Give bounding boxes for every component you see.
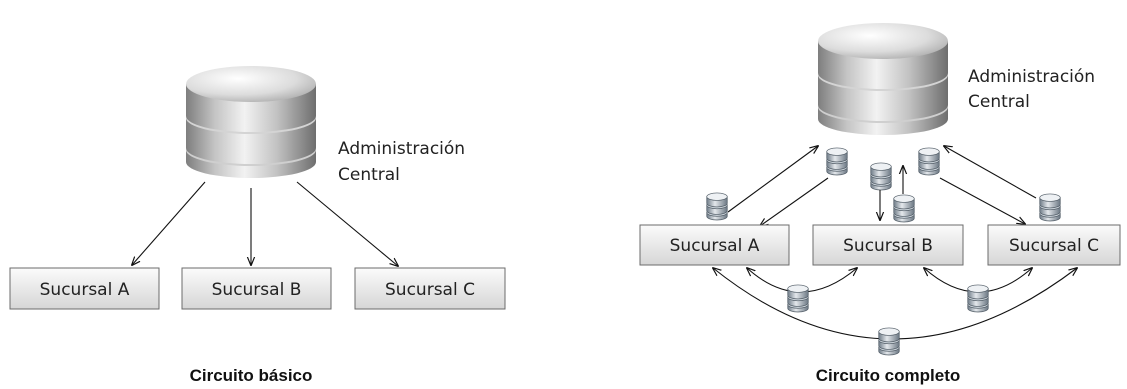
central-database-icon bbox=[186, 66, 316, 178]
replica-database-icon bbox=[870, 162, 892, 191]
replica-database-icon bbox=[706, 192, 728, 221]
branch-a-label: Sucursal A bbox=[40, 280, 130, 300]
replica-database-icon bbox=[893, 194, 915, 223]
admin-label-line2: Central bbox=[338, 165, 400, 185]
edge-central-to-c bbox=[939, 177, 1025, 224]
admin-label-line2: Central bbox=[968, 92, 1030, 112]
branch-c-label: Sucursal C bbox=[1009, 236, 1099, 256]
branch-a-box: Sucursal A bbox=[639, 224, 790, 266]
replica-database-icon bbox=[878, 327, 900, 356]
edge-central-to-c bbox=[296, 181, 398, 266]
complete-circuit: Administración Central Sucursal A Sucurs… bbox=[639, 23, 1121, 385]
branch-c-label: Sucursal C bbox=[385, 280, 475, 300]
branch-b-label: Sucursal B bbox=[212, 280, 302, 300]
replica-database-icon bbox=[1039, 193, 1061, 222]
admin-label-line1: Administración bbox=[968, 67, 1095, 87]
branch-b-label: Sucursal B bbox=[843, 236, 933, 256]
replica-database-icon bbox=[918, 147, 940, 176]
branch-a-label: Sucursal A bbox=[670, 236, 760, 256]
branch-b-box: Sucursal B bbox=[812, 224, 964, 266]
branch-b-box: Sucursal B bbox=[181, 267, 332, 310]
edge-a-to-central bbox=[727, 146, 818, 213]
replica-database-icon bbox=[967, 284, 989, 313]
basic-circuit: Administración Central Sucursal A Sucurs… bbox=[9, 66, 506, 385]
branch-a-box: Sucursal A bbox=[9, 267, 160, 310]
replica-database-icon bbox=[787, 284, 809, 313]
edge-central-to-a bbox=[760, 177, 829, 226]
admin-label-line1: Administración bbox=[338, 139, 465, 159]
edge-c-to-central bbox=[944, 146, 1037, 199]
branch-c-box: Sucursal C bbox=[354, 267, 506, 310]
central-database-icon bbox=[818, 23, 948, 135]
complete-caption: Circuito completo bbox=[816, 366, 961, 385]
branch-c-box: Sucursal C bbox=[987, 224, 1121, 266]
edge-central-to-a bbox=[132, 181, 206, 265]
replica-database-icon bbox=[826, 147, 848, 176]
basic-caption: Circuito básico bbox=[190, 366, 313, 385]
